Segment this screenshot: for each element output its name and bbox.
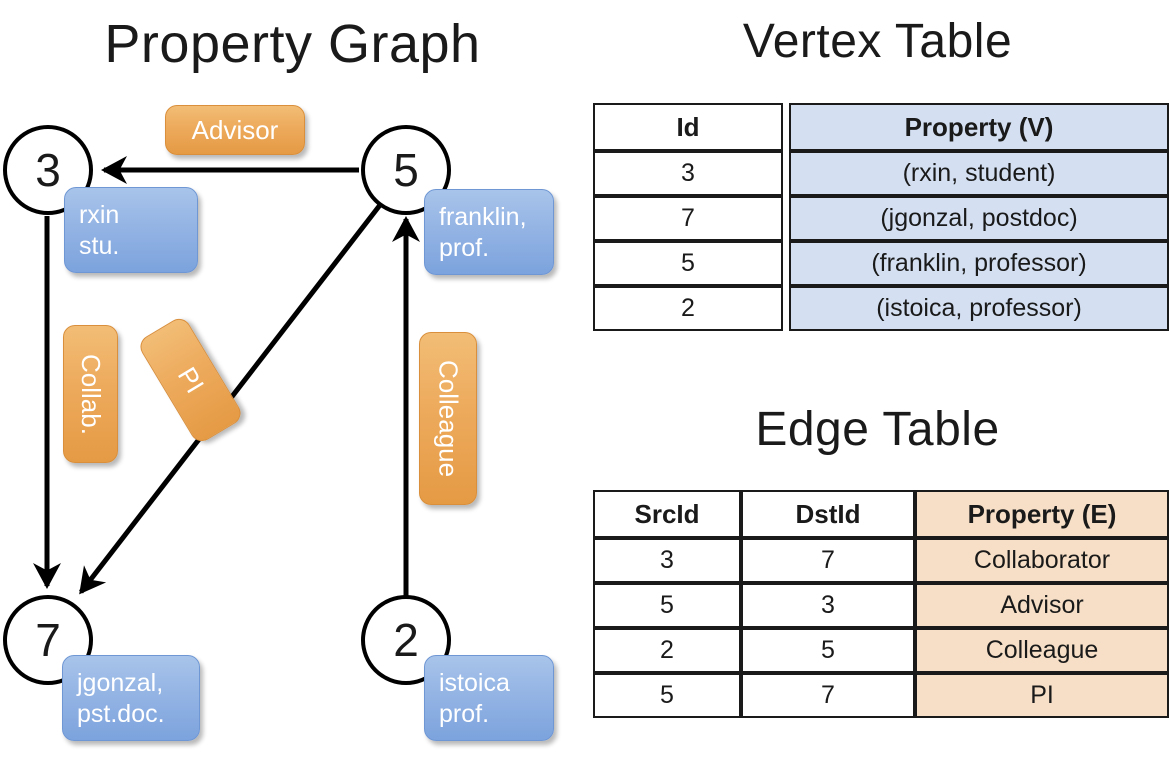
edge-table: SrcId DstId Property (E) 3 7 Collaborato…: [593, 490, 1169, 718]
vertex-node-2[interactable]: 2: [361, 595, 451, 685]
edge-srcid-cell: 3: [593, 538, 741, 583]
vertex-property-cell: (istoica, professor): [789, 286, 1169, 331]
edge-srcid-cell: 5: [593, 673, 741, 718]
edge-property-cell: Advisor: [915, 583, 1169, 628]
vertex-property-line-1: jgonzal,: [77, 669, 164, 697]
vertex-property-cell: (jgonzal, postdoc): [789, 196, 1169, 241]
edge-property-cell: Colleague: [915, 628, 1169, 673]
vertex-property-box-2: istoica prof.: [424, 655, 554, 741]
vertex-node-5[interactable]: 5: [361, 125, 451, 215]
vertex-property-box-5: franklin, prof.: [424, 189, 554, 275]
vertex-property-box-7: jgonzal, pst.doc.: [62, 655, 200, 741]
vertex-property-cell: (franklin, professor): [789, 241, 1169, 286]
vertex-id-cell: 5: [593, 241, 783, 286]
table-header-row: SrcId DstId Property (E): [593, 490, 1169, 538]
edge-dstid-cell: 7: [741, 538, 915, 583]
vertex-id-cell: 3: [593, 151, 783, 196]
vertex-table-header-property: Property (V): [789, 103, 1169, 151]
edge-table-header-dstid: DstId: [741, 490, 915, 538]
property-graph-diagram: 3 rxin stu. 5 franklin, prof. 7 jgonzal,…: [3, 105, 554, 741]
table-row: 3 (rxin, student): [593, 151, 1169, 196]
table-row: 5 3 Advisor: [593, 583, 1169, 628]
table-row: 2 (istoica, professor): [593, 286, 1169, 331]
edge-label-colleague: Colleague: [419, 332, 477, 505]
edge-srcid-cell: 5: [593, 583, 741, 628]
page-title-property-graph: Property Graph: [104, 14, 481, 74]
vertex-property-line-2: pst.doc.: [77, 700, 165, 728]
vertex-property-line-2: prof.: [439, 234, 490, 262]
table-row: 3 7 Collaborator: [593, 538, 1169, 583]
table-row: 5 (franklin, professor): [593, 241, 1169, 286]
table-row: 2 5 Colleague: [593, 628, 1169, 673]
vertex-property-box-3: rxin stu.: [64, 187, 198, 273]
vertex-property-line-2: stu.: [79, 232, 120, 260]
edge-dstid-cell: 5: [741, 628, 915, 673]
vertex-property-line-1: rxin: [79, 201, 120, 229]
edge-label-pi-text: PI: [171, 361, 211, 398]
page-title-edge-table: Edge Table: [755, 403, 1000, 456]
edge-dstid-cell: 7: [741, 673, 915, 718]
edge-dstid-cell: 3: [741, 583, 915, 628]
table-header-row: Id Property (V): [593, 103, 1169, 151]
edge-srcid-cell: 2: [593, 628, 741, 673]
vertex-property-line-1: istoica: [439, 669, 510, 697]
page-title-vertex-table: Vertex Table: [742, 15, 1013, 68]
edge-table-header-property: Property (E): [915, 490, 1169, 538]
edge-label-collaborator-text: Collab.: [76, 353, 106, 435]
vertex-table: Id Property (V) 3 (rxin, student) 7 (jgo…: [593, 103, 1169, 331]
edge-label-advisor-text: Advisor: [191, 114, 279, 145]
edge-property-cell: PI: [915, 673, 1169, 718]
edge-label-colleague-text: Colleague: [433, 359, 464, 478]
vertex-id-cell: 7: [593, 196, 783, 241]
table-row: 7 (jgonzal, postdoc): [593, 196, 1169, 241]
vertex-table-header-id: Id: [593, 103, 783, 151]
vertex-property-cell: (rxin, student): [789, 151, 1169, 196]
edge-label-advisor: Advisor: [165, 105, 305, 155]
table-row: 5 7 PI: [593, 673, 1169, 718]
edge-label-collaborator: Collab.: [63, 325, 118, 463]
vertex-property-line-2: prof.: [439, 700, 490, 728]
edge-property-cell: Collaborator: [915, 538, 1169, 583]
vertex-id-cell: 2: [593, 286, 783, 331]
vertex-property-line-1: franklin,: [439, 203, 527, 231]
edge-table-header-srcid: SrcId: [593, 490, 741, 538]
